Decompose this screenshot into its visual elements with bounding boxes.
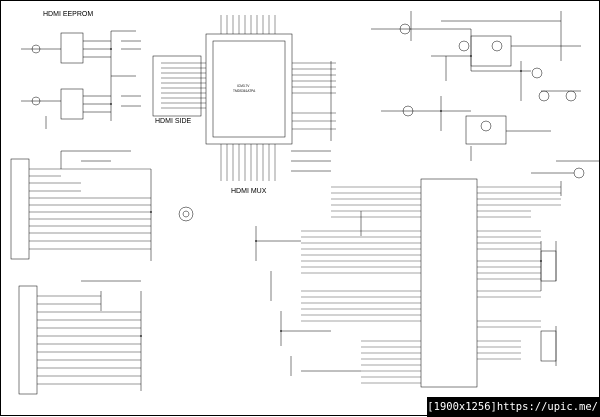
hdmi-side-box xyxy=(152,55,202,117)
mux-chip-part: TMDS361ATPA xyxy=(233,89,256,93)
watermark-site: https://upic.me/ xyxy=(496,401,598,413)
watermark-bar: [1900x1256]https://upic.me/ xyxy=(427,397,600,417)
main-ic xyxy=(420,178,478,388)
section-title-hdmi-eeprom: HDMI EEPROM xyxy=(43,11,94,18)
hdmi-mux-chip xyxy=(212,40,286,138)
watermark-size: [1900x1256] xyxy=(427,401,497,413)
section-title-hdmi-side: HDMI SIDE xyxy=(155,118,192,125)
eeprom-chip-1 xyxy=(60,32,84,64)
left-connector-1 xyxy=(10,158,30,260)
mux-chip-ref: ICM3.7V xyxy=(237,84,250,88)
section-title-hdmi-mux: HDMI MUX xyxy=(231,188,267,195)
eeprom-chip-2 xyxy=(60,88,84,120)
left-connector-2 xyxy=(18,285,38,395)
